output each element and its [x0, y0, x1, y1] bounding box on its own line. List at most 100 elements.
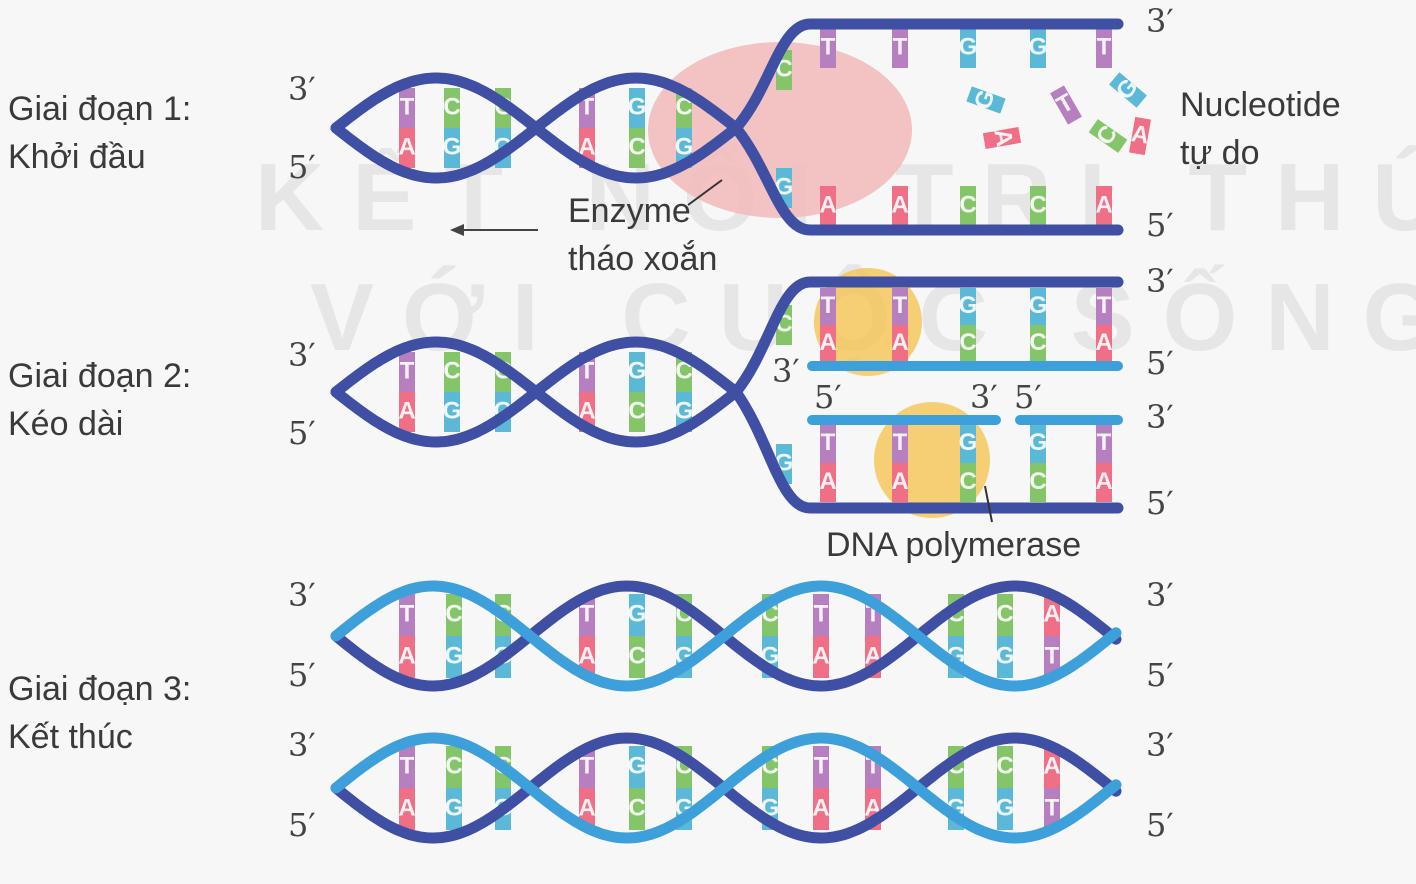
base-A: A	[1095, 325, 1113, 362]
base-A: A	[578, 636, 596, 678]
stage3-label-line2: Kết thúc	[8, 718, 133, 756]
nucleotide-bar	[629, 788, 645, 830]
nucleotide-bar	[1030, 186, 1046, 226]
nucleotide-bar	[1030, 28, 1046, 68]
base-C: C	[443, 88, 461, 128]
base-letter: G	[628, 600, 647, 627]
nucleotide-bar	[1096, 325, 1112, 362]
base-letter: A	[578, 642, 595, 669]
parental-strand	[330, 72, 741, 184]
unwinding-direction-arrow	[450, 224, 538, 236]
nucleotide-bar	[399, 636, 415, 678]
base-C: C	[628, 788, 646, 830]
nucleotide-bar	[813, 788, 829, 830]
base-A: A	[891, 463, 909, 502]
nucleotide-bar	[892, 424, 908, 463]
base-letter: G	[443, 397, 462, 424]
base-letter: T	[1097, 292, 1112, 319]
base-T: T	[820, 288, 836, 325]
base-C: C	[959, 463, 977, 502]
nucleotide-bar	[997, 636, 1013, 678]
base-A: A	[819, 325, 837, 362]
base-G: G	[959, 424, 977, 463]
base-letter: G	[675, 133, 694, 160]
nucleotide-bar	[1096, 424, 1112, 463]
base-C: C	[959, 325, 977, 362]
nucleotide-bar	[1030, 424, 1046, 463]
base-letter: C	[959, 191, 976, 218]
nucleotide-bar	[892, 28, 908, 68]
base-C: C	[628, 636, 646, 678]
end-label-5prime: 5′	[288, 806, 316, 844]
base-C: C	[445, 746, 463, 788]
end-label-3prime: 3′	[970, 378, 998, 416]
base-letter: C	[1029, 191, 1046, 218]
base-letter: C	[1029, 468, 1046, 495]
base-letter: C	[628, 642, 645, 669]
base-letter: C	[628, 133, 645, 160]
new-strand	[330, 580, 1122, 692]
polymerase-label: DNA polymerase	[826, 526, 1081, 564]
end-label-3prime: 3′	[288, 726, 316, 764]
base-letter: G	[996, 642, 1015, 669]
nucleotide-bar	[579, 636, 595, 678]
end-label-3prime: 3′	[1146, 2, 1174, 40]
nucleotide-bar	[997, 746, 1013, 788]
base-G: G	[996, 788, 1014, 830]
base-letter: A	[398, 397, 415, 424]
base-letter: T	[1045, 642, 1060, 669]
end-label-3prime: 3′	[772, 352, 800, 390]
end-label-3prime: 3′	[1146, 262, 1174, 300]
nucleotide-bar	[399, 88, 415, 128]
nucleotide-bar	[1096, 28, 1112, 68]
base-letter: G	[445, 794, 464, 821]
nucleotide-bar	[892, 288, 908, 325]
base-T: T	[813, 594, 829, 636]
base-T: T	[1096, 288, 1112, 325]
nucleotide-bar	[1030, 288, 1046, 325]
nucleotide-bar	[629, 392, 645, 432]
base-letter: A	[1095, 329, 1112, 356]
base-C: C	[959, 186, 977, 226]
end-label-3prime: 3′	[1146, 576, 1174, 614]
base-letter: A	[578, 397, 595, 424]
nucleotide-bar	[629, 88, 645, 128]
nucleotide-bar	[1109, 72, 1147, 108]
base-letter: T	[400, 752, 415, 779]
nucleotide-bar	[1030, 325, 1046, 362]
base-T: T	[399, 88, 415, 128]
stage-labels: Giai đoạn 1: Khởi đầu Giai đoạn 2: Kéo d…	[8, 90, 191, 756]
nucleotide-bar	[446, 788, 462, 830]
nucleotide-bar	[629, 636, 645, 678]
nucleotide-bar	[960, 325, 976, 362]
base-letter: T	[821, 33, 836, 60]
parental-strand-top	[730, 276, 1124, 398]
end-label-3prime: 3′	[288, 70, 316, 108]
nucleotide-bar	[1128, 116, 1152, 156]
base-letter: T	[893, 33, 908, 60]
base-letter: A	[578, 133, 595, 160]
base-letter: G	[1029, 292, 1048, 319]
base-letter: C	[443, 357, 460, 384]
base-letter: A	[812, 794, 829, 821]
base-letter: G	[959, 33, 978, 60]
base-T: T	[820, 424, 836, 463]
free-nucleotide-A: A	[1128, 116, 1152, 156]
base-letter: A	[398, 133, 415, 160]
base-letter: A	[812, 642, 829, 669]
base-G: G	[628, 594, 647, 636]
base-A: A	[1095, 186, 1113, 226]
base-letter: G	[443, 133, 462, 160]
base-letter: A	[819, 191, 836, 218]
base-letter: T	[400, 357, 415, 384]
base-G: G	[628, 746, 646, 788]
nucleotide-bar	[1044, 746, 1060, 788]
base-A: A	[891, 325, 909, 362]
end-label-5prime: 5′	[1146, 806, 1174, 844]
nucleotide-bar	[960, 28, 976, 68]
nucleotide-bar	[997, 594, 1013, 636]
nucleotide-bar	[1044, 594, 1060, 636]
free-nucleotide-T: T	[1050, 85, 1082, 125]
polymerase-pointer	[984, 485, 993, 523]
end-label-5prime: 5′	[288, 414, 316, 452]
